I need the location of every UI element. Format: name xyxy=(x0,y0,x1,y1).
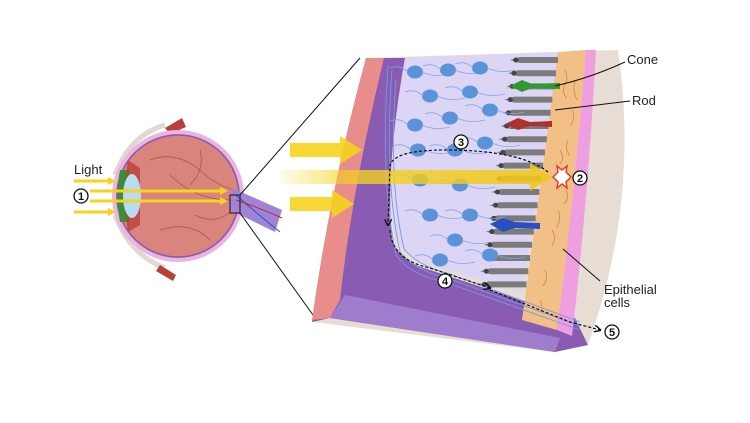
ganglion-cell xyxy=(422,208,438,222)
dendrite xyxy=(404,90,466,100)
rod-nucleus xyxy=(511,70,517,76)
dendrite xyxy=(464,104,526,114)
rod-nucleus xyxy=(493,202,499,208)
ganglion-cell xyxy=(407,65,423,79)
zoom-region-box xyxy=(229,194,241,214)
blood-vessels xyxy=(149,149,236,241)
rod-cell xyxy=(484,241,533,248)
dendrite xyxy=(424,112,486,122)
rod-nucleus xyxy=(507,97,513,103)
ganglion-cell xyxy=(442,111,458,125)
dendrite xyxy=(414,254,476,264)
ganglion-cell xyxy=(477,136,493,150)
epithelial-label-line1: Epithelial xyxy=(604,282,657,297)
rod-cell xyxy=(485,228,534,235)
light-label: Light xyxy=(74,162,103,177)
signal-path-3 xyxy=(388,149,549,225)
cone-red xyxy=(505,118,552,130)
light-rays-retina xyxy=(280,136,552,218)
rod-nucleus xyxy=(483,268,489,274)
rod-cell xyxy=(509,57,558,63)
svg-text:2: 2 xyxy=(577,173,583,185)
dendrite xyxy=(389,119,451,129)
dendrite xyxy=(444,86,506,96)
photon-absorption-burst xyxy=(551,164,573,190)
dendrite xyxy=(429,234,491,244)
retina-section xyxy=(312,50,625,352)
ganglion-cell xyxy=(482,103,498,117)
rod-cell xyxy=(502,109,551,116)
rod-nucleus xyxy=(494,189,500,195)
signal-path-5 xyxy=(489,289,600,330)
ganglion-cell xyxy=(440,63,456,77)
signal-path-4 xyxy=(389,229,490,288)
rod-leader-line xyxy=(554,100,631,111)
cone-green xyxy=(510,80,560,92)
rod-nucleus xyxy=(487,242,493,248)
ganglion-cell xyxy=(410,143,426,157)
svg-text:1: 1 xyxy=(78,191,84,203)
epithelial-label-line2: cells xyxy=(604,295,631,310)
rod-cell xyxy=(491,189,540,195)
eyelid-upper xyxy=(112,122,166,176)
rod-label: Rod xyxy=(632,93,656,108)
muscle-top xyxy=(165,118,186,134)
ganglion-cell xyxy=(447,233,463,247)
rod-nucleus xyxy=(498,163,504,169)
optic-nerve xyxy=(230,188,282,232)
rod-nucleus xyxy=(502,136,508,142)
ganglion-cell xyxy=(482,248,498,262)
light-rays-eye xyxy=(74,177,228,216)
step-1-marker: 1 xyxy=(73,188,89,204)
ganglion-cell xyxy=(422,89,438,103)
rod-cell xyxy=(504,96,553,103)
rod-nucleus xyxy=(489,229,495,235)
nerve-fiber-base xyxy=(312,58,588,352)
pigment-layer xyxy=(557,50,596,336)
rod-cell xyxy=(508,70,557,77)
dendrite xyxy=(444,209,506,219)
step-4-marker: 4 xyxy=(437,273,453,289)
lens xyxy=(123,174,141,218)
dendrite xyxy=(464,249,526,259)
eyeball-illustration xyxy=(112,118,283,281)
cone-blue xyxy=(490,218,540,232)
choroid-layer xyxy=(312,58,384,320)
cone-leader-line xyxy=(554,61,626,87)
svg-text:4: 4 xyxy=(442,276,449,288)
ganglion-cell xyxy=(462,85,478,99)
epithelial-layer xyxy=(522,50,586,330)
svg-text:3: 3 xyxy=(458,137,464,149)
step-2-marker: 2 xyxy=(572,170,588,186)
muscle-bottom xyxy=(156,265,176,281)
ganglion-cell xyxy=(407,118,423,132)
ganglion-cell xyxy=(462,208,478,222)
cone-label: Cone xyxy=(627,52,658,67)
foot-lower xyxy=(330,295,560,352)
step-5-marker: 5 xyxy=(604,324,620,340)
zoom-line-top xyxy=(239,57,361,196)
rod-cell xyxy=(489,202,538,209)
ganglion-cell xyxy=(432,253,448,267)
svg-text:5: 5 xyxy=(609,327,615,339)
rod-nucleus xyxy=(513,57,519,63)
rod-cell xyxy=(496,149,545,156)
epithelial-leader-line xyxy=(562,248,601,282)
ganglion-cell xyxy=(472,61,488,75)
dendrite xyxy=(454,62,516,72)
rod-nucleus xyxy=(505,110,511,116)
rod-cell xyxy=(498,136,547,143)
zoom-line-bottom xyxy=(239,212,319,323)
dendrite xyxy=(404,209,466,219)
rod-cell xyxy=(480,268,529,275)
step-3-marker: 3 xyxy=(453,134,469,150)
